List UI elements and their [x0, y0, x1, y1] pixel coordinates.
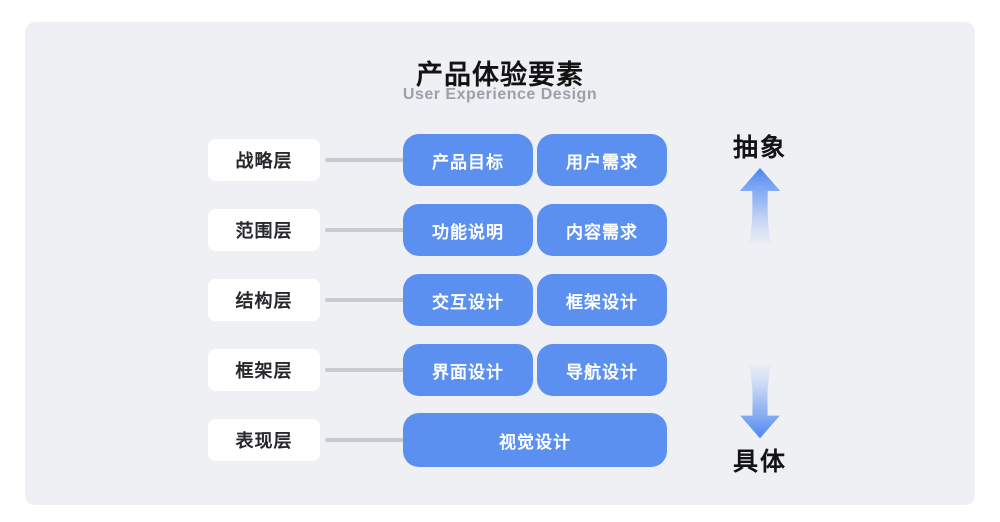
- connector-line: [325, 158, 404, 162]
- connector-line: [325, 438, 404, 442]
- scope-layer-box: 范围层: [208, 209, 320, 251]
- functional-specs-box: 功能说明: [403, 204, 533, 256]
- interaction-design-box: 交互设计: [403, 274, 533, 326]
- strategy-layer-box: 战略层: [208, 139, 320, 181]
- user-needs-box: 用户需求: [537, 134, 667, 186]
- interface-design-box: 界面设计: [403, 344, 533, 396]
- connector-line: [325, 368, 404, 372]
- connector-line: [325, 298, 404, 302]
- product-goals-box: 产品目标: [403, 134, 533, 186]
- navigation-design-box: 导航设计: [537, 344, 667, 396]
- abstract-label: 抽象: [732, 134, 787, 162]
- visual-design-box: 视觉设计: [403, 413, 667, 467]
- frame-design-box: 框架设计: [537, 274, 667, 326]
- concrete-label: 具体: [732, 448, 787, 476]
- arrow-down-icon: [740, 360, 780, 439]
- connector-line: [325, 228, 404, 232]
- structure-layer-box: 结构层: [208, 279, 320, 321]
- diagram-title: 产品体验要素: [416, 60, 584, 90]
- surface-layer-box: 表现层: [208, 419, 320, 461]
- diagram-card: 产品体验要素 User Experience Design 战略层 产品目标 用…: [25, 22, 975, 505]
- skeleton-layer-box: 框架层: [208, 349, 320, 391]
- content-requirements-box: 内容需求: [537, 204, 667, 256]
- diagram-subtitle: User Experience Design: [402, 86, 598, 103]
- arrow-up-icon: [739, 167, 781, 248]
